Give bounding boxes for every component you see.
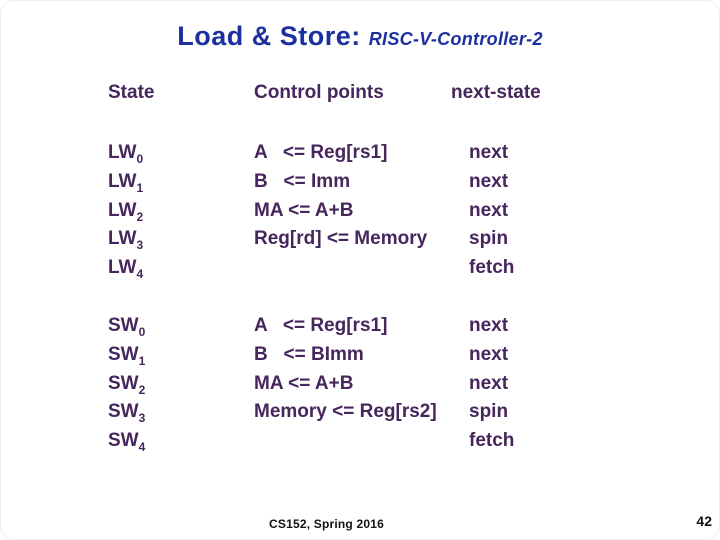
state-subscript: 3 (136, 238, 144, 253)
table-row: LW4 fetch (108, 254, 719, 283)
header-next-state: next-state (451, 82, 541, 103)
state-cell: LW1 (108, 170, 144, 195)
state-cell: LW4 (108, 257, 144, 282)
next-state-cell: fetch (469, 430, 515, 452)
header-control-points: Control points (254, 82, 384, 103)
control-points-cell: A <= Reg[rs1] (254, 315, 388, 336)
control-points-cell: Memory <= Reg[rs2] (254, 401, 437, 423)
next-state-cell: spin (469, 401, 509, 423)
state-cell: SW0 (108, 315, 146, 339)
table-row: LW3 Reg[rd] <= Memory spin (108, 225, 719, 254)
state-cell: LW0 (108, 142, 144, 166)
state-subscript: 4 (136, 267, 144, 282)
next-state-cell: next (469, 315, 509, 336)
next-state-cell: next (469, 170, 509, 192)
state-subscript: 1 (138, 353, 146, 368)
control-points-cell: A <= Reg[rs1] (254, 142, 388, 163)
table-header-row: State Control points next-state (108, 82, 719, 106)
control-points-cell: B <= BImm (254, 343, 364, 365)
table-row: SW0 A <= Reg[rs1] next (108, 312, 719, 341)
state-subscript: 3 (138, 411, 146, 426)
next-state-cell: next (469, 343, 509, 365)
next-state-cell: fetch (469, 257, 515, 279)
state-cell: LW3 (108, 228, 144, 253)
sw-state-group: SW0 A <= Reg[rs1] next SW1 B <= BImm nex… (108, 312, 719, 456)
control-points-cell: Reg[rd] <= Memory (254, 228, 428, 250)
table-row: SW2 MA <= A+B next (108, 370, 719, 399)
control-points-cell: MA <= A+B (254, 199, 354, 221)
lw-state-group: LW0 A <= Reg[rs1] next LW1 B <= Imm next… (108, 139, 719, 283)
table-row: LW0 A <= Reg[rs1] next (108, 139, 719, 168)
table-row: LW2 MA <= A+B next (108, 197, 719, 226)
state-subscript: 2 (138, 382, 146, 397)
page-number: 42 (696, 513, 712, 529)
title-text: Load & Store: (177, 21, 361, 51)
control-points-cell: B <= Imm (254, 170, 351, 192)
state-subscript: 0 (138, 325, 146, 339)
state-subscript: 2 (136, 209, 144, 224)
table-row: SW3 Memory <= Reg[rs2] spin (108, 398, 719, 427)
state-subscript: 4 (138, 440, 146, 455)
next-state-cell: spin (469, 228, 509, 250)
table-row: LW1 B <= Imm next (108, 168, 719, 197)
control-points-cell: MA <= A+B (254, 372, 354, 394)
table-row: SW4 fetch (108, 427, 719, 456)
state-cell: SW1 (108, 343, 146, 368)
state-cell: LW2 (108, 199, 144, 224)
next-state-cell: next (469, 199, 509, 221)
header-state: State (108, 82, 155, 103)
state-cell: SW2 (108, 372, 146, 397)
state-subscript: 1 (136, 180, 144, 195)
slide-title: Load & Store: RISC-V-Controller-2 (1, 21, 719, 52)
state-cell: SW4 (108, 430, 146, 455)
table-row: SW1 B <= BImm next (108, 341, 719, 370)
next-state-cell: next (469, 372, 509, 394)
state-cell: SW3 (108, 401, 146, 426)
footer-course-label: CS152, Spring 2016 (269, 517, 384, 531)
next-state-cell: next (469, 142, 509, 163)
state-subscript: 0 (136, 152, 144, 166)
title-subtitle-text: RISC-V-Controller-2 (368, 29, 543, 49)
